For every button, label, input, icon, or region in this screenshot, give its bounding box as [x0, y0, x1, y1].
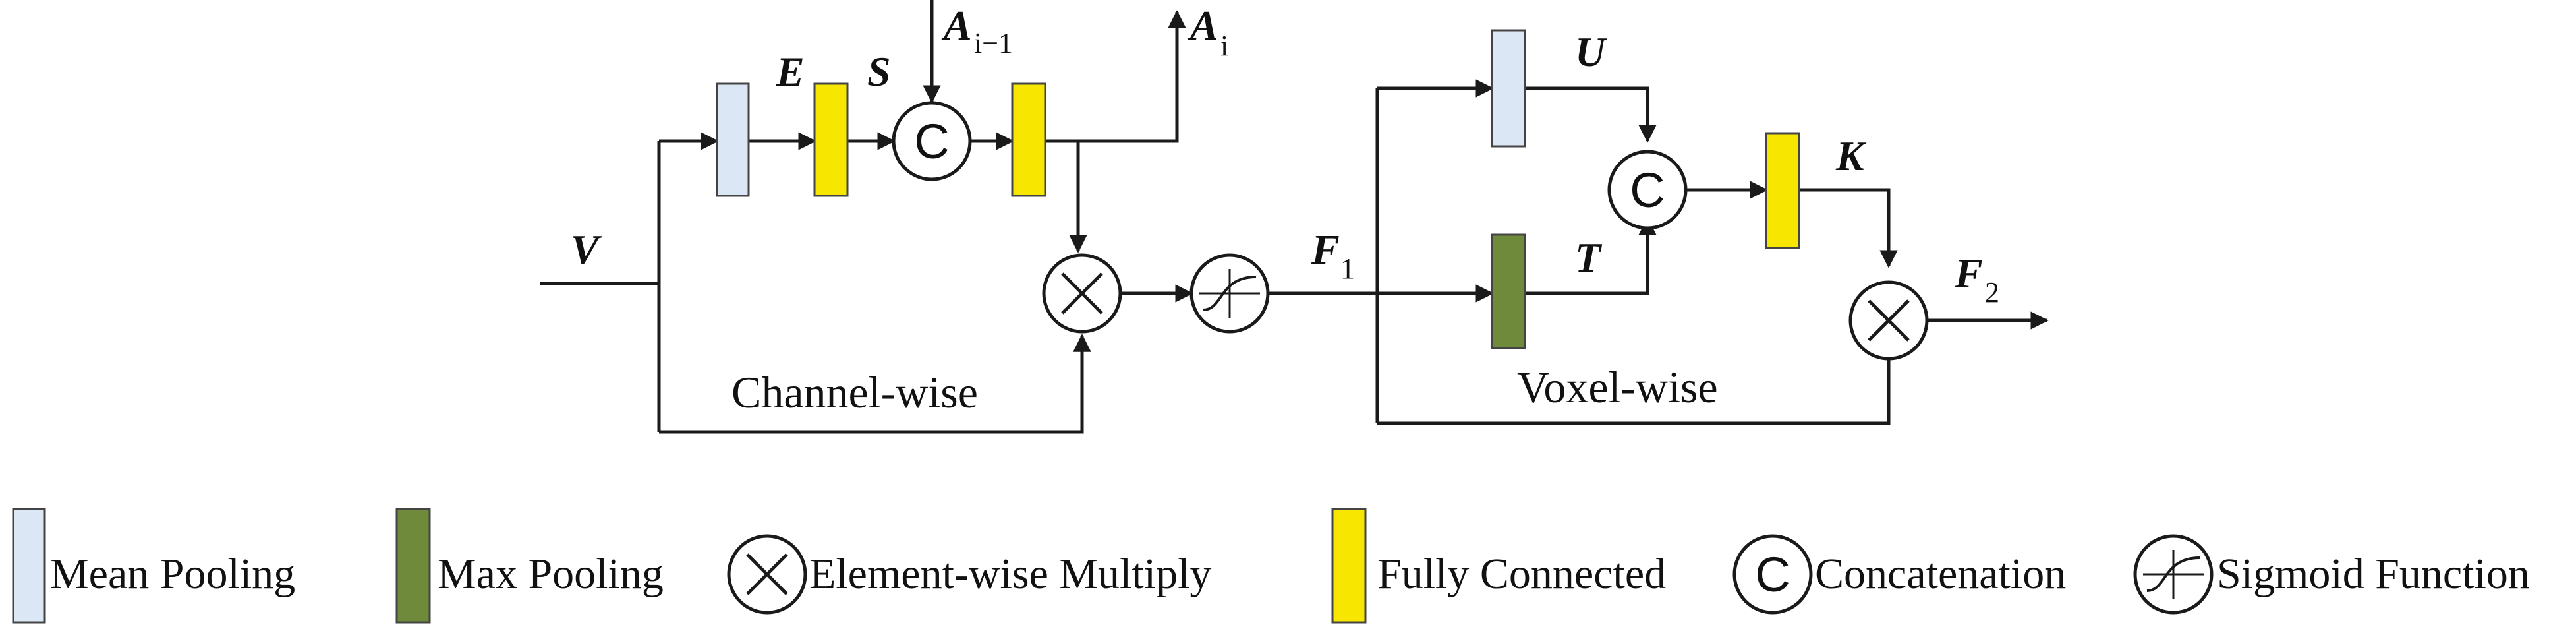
legend-concat-icon: [1732, 534, 1813, 615]
label-f2-sub: 2: [1985, 276, 1999, 309]
fc-box-e: [813, 82, 849, 197]
legend-item-concatenation: C Concatenation: [1732, 534, 2066, 615]
legend-max-pooling-swatch: [395, 508, 431, 624]
label-f1-sub: 1: [1340, 253, 1355, 285]
legend-fully-connected-label: Fully Connected: [1377, 550, 1666, 598]
multiply-voxel-x-b: [1868, 299, 1910, 342]
arrow-k-to-multiply: [1799, 188, 1898, 268]
legend-concat-symbol: C: [1755, 547, 1790, 602]
legend-item-multiply: Element-wise Multiply: [727, 534, 1211, 615]
sigmoid-curve: [1203, 276, 1257, 311]
legend-mean-pooling-swatch: [12, 508, 46, 624]
label-a-cur-sub: i: [1220, 30, 1228, 62]
concat-circle-channel: [892, 101, 972, 181]
arrow-a-cur-out: [1045, 10, 1186, 143]
label-f1: F: [1311, 226, 1340, 273]
label-a-cur: A: [1188, 2, 1218, 49]
legend-max-pooling-label: Max Pooling: [438, 550, 664, 598]
arrow-voxel-bypass: [1377, 341, 1898, 425]
legend-item-mean-pooling: Mean Pooling: [12, 508, 295, 624]
legend-mean-pooling-label: Mean Pooling: [50, 550, 295, 598]
label-a-prev: A: [941, 2, 972, 49]
legend-item-fully-connected: Fully Connected: [1331, 508, 1666, 624]
legend-multiply-label: Element-wise Multiply: [809, 550, 1211, 598]
f1-connection: F 1: [1268, 226, 1377, 295]
label-u: U: [1575, 28, 1607, 75]
concat-symbol-voxel: C: [1630, 163, 1665, 218]
max-pooling-box-t: [1491, 233, 1526, 349]
mean-pooling-box: [716, 82, 750, 197]
fc-box-k: [1765, 132, 1800, 249]
legend-fully-connected-swatch: [1331, 508, 1367, 624]
label-t: T: [1575, 234, 1603, 281]
multiply-x-b: [1061, 272, 1103, 315]
label-s: S: [867, 48, 891, 95]
arrow-t-to-concat: [1525, 217, 1657, 295]
arrow-bypass-to-multiply: [659, 334, 1091, 434]
label-voxel-wise: Voxel-wise: [1517, 362, 1718, 412]
label-a-prev-sub: i−1: [974, 27, 1013, 59]
label-e: E: [776, 48, 805, 95]
legend-item-max-pooling: Max Pooling: [395, 508, 664, 624]
legend-sigmoid-label: Sigmoid Function: [2217, 550, 2530, 598]
legend-concatenation-label: Concatenation: [1815, 550, 2066, 598]
arrow-u-to-concat: [1525, 86, 1657, 143]
label-v: V: [571, 226, 602, 273]
label-k: K: [1835, 133, 1867, 179]
legend-item-sigmoid: Sigmoid Function: [2133, 534, 2530, 615]
legend: Mean Pooling Max Pooling Element-wise Mu…: [12, 508, 2530, 624]
mean-pooling-box-u: [1491, 29, 1526, 148]
legend-sigmoid-curve: [2146, 556, 2200, 592]
concat-circle-voxel: [1607, 150, 1688, 230]
concat-symbol-channel: C: [914, 114, 949, 169]
voxel-wise-branch: C U T K F 2 Voxel-wise: [1375, 28, 2049, 425]
channel-wise-branch: C V E S A i−1 A i Channel-wise: [540, 0, 1270, 434]
legend-multiply-x-b: [746, 553, 788, 595]
label-f2: F: [1954, 250, 1983, 297]
label-channel-wise: Channel-wise: [731, 367, 978, 417]
fc-box-out: [1011, 82, 1046, 197]
